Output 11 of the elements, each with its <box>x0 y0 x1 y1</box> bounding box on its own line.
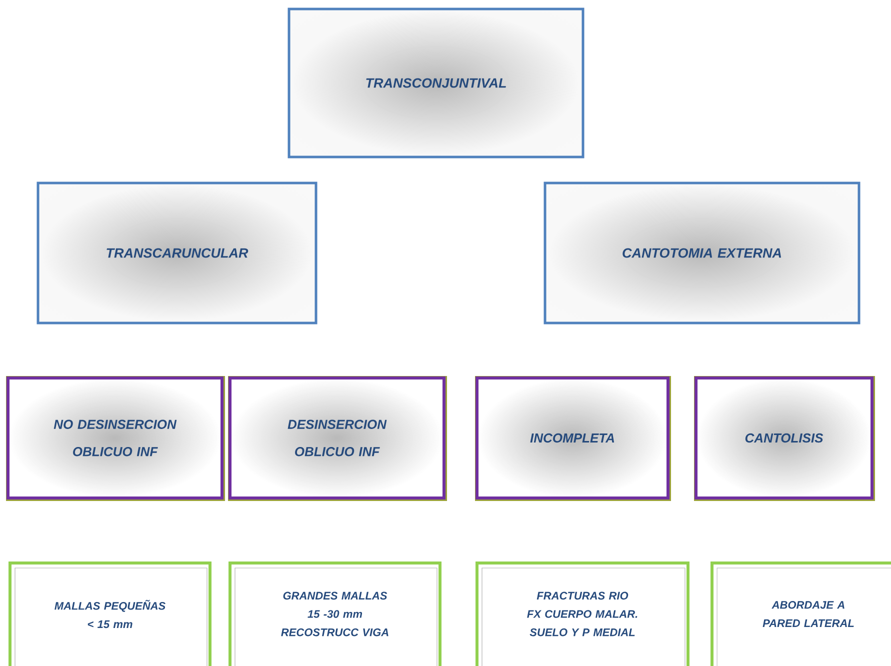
label-box: NO DESINSERCION OBLICUO INF <box>6 376 225 501</box>
label-box: TRANSCARUNCULAR <box>36 182 318 324</box>
label-box: DESINSERCION OBLICUO INF <box>228 376 447 501</box>
label-box: CANTOLISIS <box>694 376 875 501</box>
label-box: GRANDES MALLAS 15 -30 mm RECOSTRUCC VIGA <box>228 562 442 666</box>
label-box: ABORDAJE A PARED LATERAL <box>710 562 891 666</box>
label-box: CANTOTOMIA EXTERNA <box>544 182 860 324</box>
label-box: FRACTURAS RIO FX CUERPO MALAR. SUELO Y P MEDIAL <box>476 562 690 666</box>
label-box: INCOMPLETA <box>475 376 671 501</box>
label-box: TRANSCONJUNTIVAL <box>288 8 584 158</box>
label-box: MALLAS PEQUEÑAS < 15 mm <box>8 562 212 666</box>
